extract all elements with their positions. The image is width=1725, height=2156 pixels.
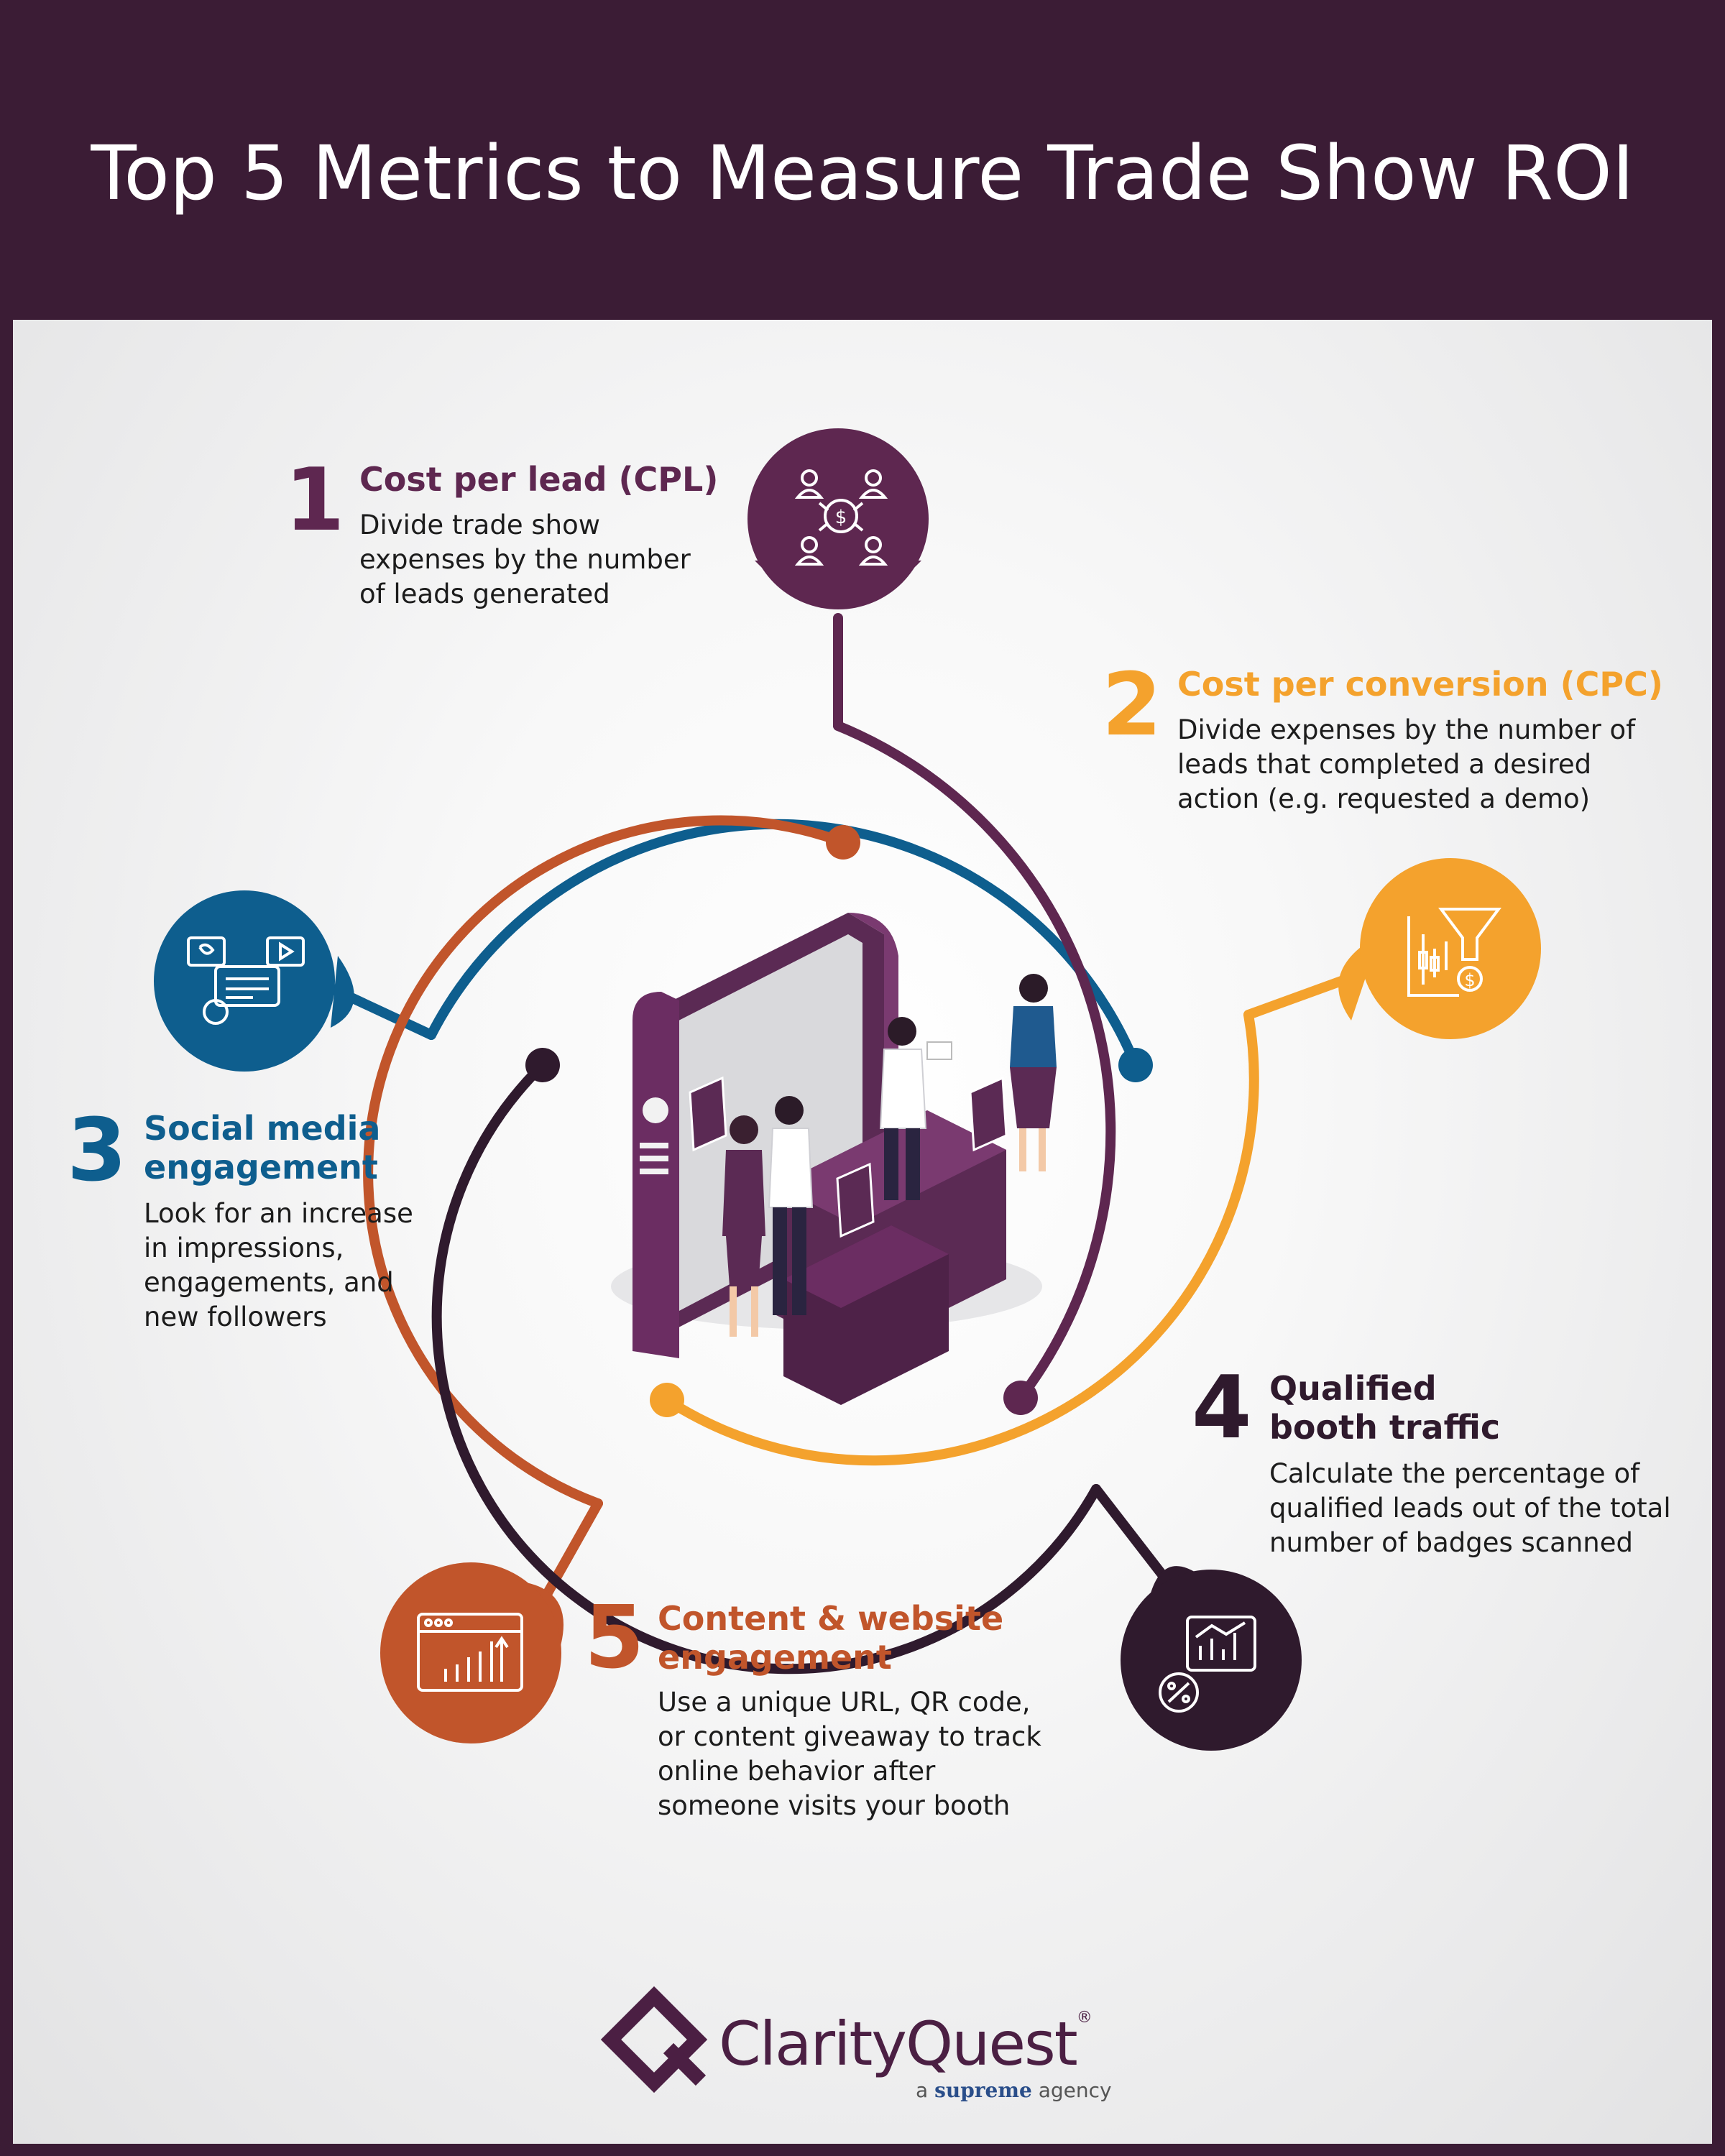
metric-2-desc-line-1: Divide expenses by the number of: [1177, 714, 1636, 745]
svg-text:$: $: [835, 507, 847, 528]
header: Top 5 Metrics to Measure Trade Show ROI: [0, 0, 1725, 320]
person-woman-left: [722, 1115, 765, 1337]
metric-3-desc-line-4: new followers: [144, 1302, 327, 1332]
metric-2-desc-line-3: action (e.g. requested a demo): [1177, 783, 1591, 814]
metric-5-title-line-2: engagement: [658, 1638, 892, 1677]
metric-5-desc-line-3: online behavior after: [658, 1756, 936, 1787]
metric-1-desc-line-1: Divide trade show: [359, 510, 600, 540]
tagline-pre: a: [916, 2078, 929, 2102]
ring-plum: [833, 721, 1116, 1403]
metric-5-number: 5: [584, 1588, 645, 1688]
percentage-bar-chart-icon: [1121, 1566, 1302, 1751]
metric-2-number: 2: [1102, 655, 1162, 755]
ring-rust-dot: [826, 825, 860, 860]
metric-4-title-line-1: Qualified: [1269, 1369, 1437, 1408]
metric-4-title-line-2: booth traffic: [1269, 1408, 1501, 1447]
metric-3-desc-line-2: in impressions,: [144, 1233, 344, 1263]
content-panel: $ $: [13, 320, 1712, 2144]
metric-3-desc-line-3: engagements, and: [144, 1267, 394, 1298]
ring-orange-dot: [650, 1383, 684, 1417]
page-title: Top 5 Metrics to Measure Trade Show ROI: [91, 129, 1634, 217]
metric-2-title: Cost per conversion (CPC): [1177, 665, 1663, 704]
metric-5-desc-line-2: or content giveaway to track: [658, 1721, 1041, 1752]
person-man-left: [768, 1096, 814, 1315]
brand-tagline: a supreme agency: [916, 2078, 1112, 2102]
ring-dark: [431, 1060, 1101, 1674]
svg-text:$: $: [1464, 970, 1475, 990]
metric-5-desc-line-1: Use a unique URL, QR code,: [658, 1687, 1031, 1718]
ring-plum-dot: [1003, 1381, 1038, 1415]
social-media-chat-icon: [154, 890, 354, 1072]
registered-mark: ®: [1076, 2009, 1092, 2027]
metric-5-desc-line-4: someone visits your booth: [658, 1790, 1011, 1821]
connector-2: [1243, 972, 1356, 1020]
person-woman-right: [1010, 974, 1057, 1171]
metric-4-desc-line-3: number of badges scanned: [1269, 1527, 1633, 1558]
metric-1-desc-line-3: of leads generated: [359, 579, 610, 609]
metric-4-desc-line-2: qualified leads out of the total: [1269, 1493, 1671, 1524]
ring-blue-dot: [1118, 1048, 1153, 1082]
metric-1-desc-line-2: expenses by the number: [359, 544, 691, 575]
metric-1-title: Cost per lead (CPL): [359, 460, 719, 499]
metric-1-number: 1: [285, 451, 345, 550]
funnel-chart-dollar-icon: $: [1338, 858, 1541, 1039]
metric-3-title-line-1: Social media: [144, 1109, 381, 1148]
ring-orange: [662, 1010, 1259, 1466]
people-network-dollar-icon: $: [748, 428, 929, 609]
browser-growth-chart-icon: [380, 1562, 564, 1743]
metric-4-desc-line-1: Calculate the percentage of: [1269, 1458, 1640, 1489]
metric-2-desc-line-2: leads that completed a desired: [1177, 749, 1592, 780]
infographic-art: $ $: [154, 428, 1541, 2093]
metric-4-number: 4: [1192, 1358, 1252, 1458]
tagline-brand: supreme: [934, 2078, 1032, 2102]
person-man-center: [879, 1017, 952, 1200]
metric-3-number: 3: [67, 1101, 127, 1201]
tagline-post: agency: [1038, 2078, 1112, 2102]
connector-4: [1091, 1484, 1169, 1583]
ring-dark-dot: [525, 1048, 560, 1082]
ring-rust: [363, 815, 848, 1508]
metric-3-title-line-2: engagement: [144, 1148, 378, 1187]
metric-3-desc-line-1: Look for an increase: [144, 1198, 413, 1229]
clarityquest-logo-mark: [600, 1986, 708, 2093]
brand-name: ClarityQuest: [719, 2009, 1078, 2079]
brand-logo-text: ClarityQuest®: [719, 2009, 1092, 2079]
metric-5-title-line-1: Content & website: [658, 1599, 1004, 1638]
trade-show-booth-illustration: [611, 913, 1057, 1405]
